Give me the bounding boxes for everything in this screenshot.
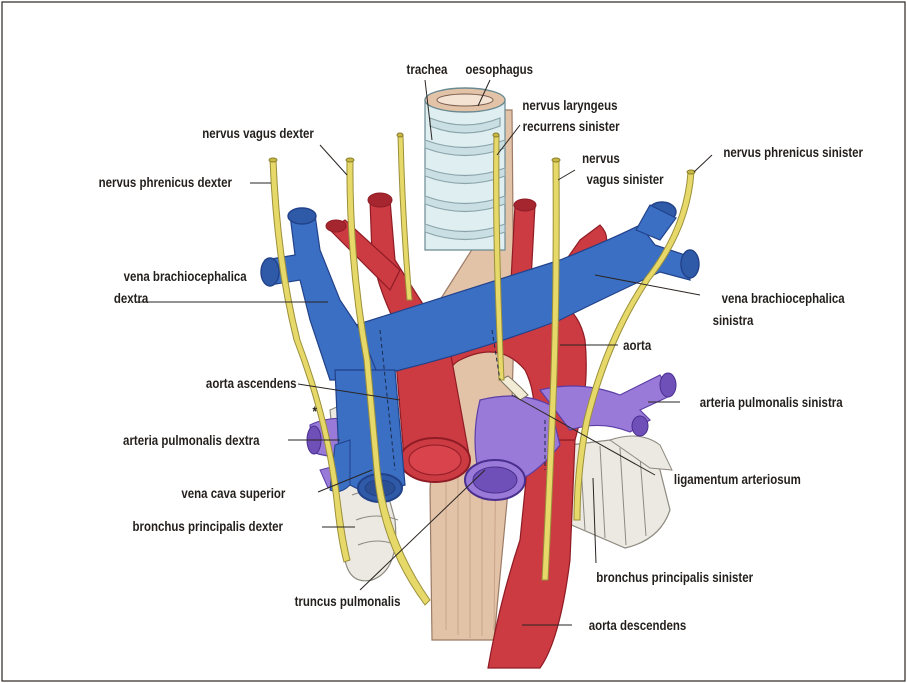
label-aorta-ascendens: aorta ascendens <box>206 375 297 391</box>
truncus-pulmonalis-lumen <box>473 467 517 493</box>
label-trachea: trachea <box>407 61 449 77</box>
label-bronchus-principalis-dexter: bronchus principalis dexter <box>133 518 284 534</box>
label-vena-brachiocephalica-sinistra-1: vena brachiocephalica <box>722 290 846 306</box>
label-arteria-pulmonalis-dextra: arteria pulmonalis dextra <box>123 432 260 448</box>
vena-dextra-opening-upper <box>288 208 316 224</box>
label-truncus-pulmonalis: truncus pulmonalis <box>295 593 401 609</box>
label-nervus-phrenicus-dexter: nervus phrenicus dexter <box>99 174 232 190</box>
label-arteria-pulmonalis-sinistra: arteria pulmonalis sinistra <box>700 394 844 410</box>
label-vena-cava-superior: vena cava superior <box>181 485 285 501</box>
label-nervus-phrenicus-sinister: nervus phrenicus sinister <box>723 144 863 160</box>
vena-sinistra-opening-right <box>681 250 699 278</box>
left-pulm-opening-lower <box>632 416 648 436</box>
label-nervus-vagus-sinister-2: vagus sinister <box>586 171 663 187</box>
label-aorta: aorta <box>623 337 652 353</box>
label-bronchus-principalis-sinister: bronchus principalis sinister <box>596 569 753 585</box>
carotid-opening <box>326 220 346 232</box>
label-oesophagus: oesophagus <box>465 61 533 77</box>
label-nervus-vagus-sinister-1: nervus <box>582 150 620 166</box>
aorta-ascendens-lumen <box>409 445 461 475</box>
label-ligamentum-arteriosum: ligamentum arteriosum <box>674 471 801 487</box>
trachea-lumen <box>437 94 493 106</box>
label-vena-brachiocephalica-dextra-2: dextra <box>114 290 149 306</box>
label-vena-brachiocephalica-sinistra-2: sinistra <box>713 312 755 328</box>
label-nervus-laryngeus-2: recurrens sinister <box>523 118 620 134</box>
left-pulm-opening-upper <box>660 373 676 397</box>
brachiocephalic-opening <box>368 193 392 207</box>
label-aorta-descendens: aorta descendens <box>589 617 687 633</box>
vena-dextra-opening-left <box>261 258 279 286</box>
label-nervus-laryngeus-1: nervus laryngeus <box>522 97 617 113</box>
left-carotid-opening <box>514 199 536 211</box>
label-asterisk: * <box>312 403 316 419</box>
label-vena-brachiocephalica-dextra-1: vena brachiocephalica <box>124 268 248 284</box>
label-nervus-vagus-dexter: nervus vagus dexter <box>202 125 314 141</box>
